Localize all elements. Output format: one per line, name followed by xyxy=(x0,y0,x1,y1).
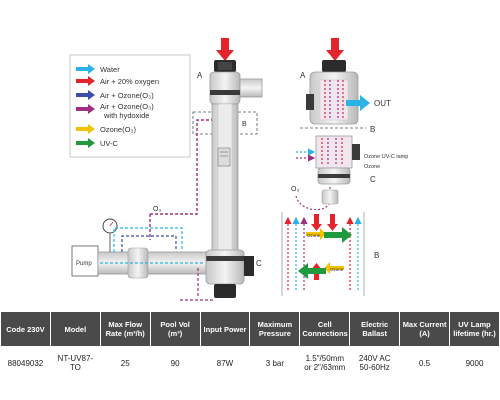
air-inlet-arrow-icon xyxy=(216,38,234,61)
lamp-label-plate xyxy=(217,147,231,167)
legend-item-uvc: UV-C xyxy=(76,138,119,148)
ozone-badge-arrow-icon-1 xyxy=(306,228,326,240)
header-max-current: Max Current (A) xyxy=(400,312,450,346)
o3-label-top: O₃ xyxy=(291,186,299,193)
pump-assembly: Pump O₃ xyxy=(71,119,215,301)
air-arrow-icon xyxy=(76,76,95,86)
cell-model: NT-UV87-TO xyxy=(57,354,94,372)
flow-panel xyxy=(282,210,364,298)
uv-ozone-diagram: Water Air + 20% oxygen Air + Ozone(O₃) A… xyxy=(69,38,408,301)
header-model: Model xyxy=(50,312,100,346)
label-b-detail: B xyxy=(370,125,375,134)
main-unit: A B C xyxy=(192,38,263,298)
legend-item-water: Water xyxy=(76,64,120,74)
ozone-badge-arrow-icon-2 xyxy=(324,262,344,274)
legend-item-air-ozone: Air + Ozone(O₃) xyxy=(76,90,154,100)
detail-air-inlet-arrow-icon xyxy=(326,38,344,61)
air-ozone-arrow-icon xyxy=(76,90,95,100)
flow-detail-b: Ozone Ozone B xyxy=(281,210,379,298)
header-max-pressure: Maximum Pressure xyxy=(250,312,300,346)
o3-label-pump: O₃ xyxy=(153,206,161,213)
label-c-detail: C xyxy=(370,175,376,184)
cell-input-power: 87W xyxy=(216,358,234,368)
spec-table-header-row: Code 230V Model Max Flow Rate (m³/h) Poo… xyxy=(1,312,499,346)
cell-max-flow: 25 xyxy=(120,358,130,368)
top-housing-a xyxy=(209,71,241,105)
legend-label-ozone: Ozone(O₃) xyxy=(100,125,136,134)
ozone-uvc-label: Ozone UV-C lamp xyxy=(364,154,408,160)
legend-label-air-ozone: Air + Ozone(O₃) xyxy=(100,91,154,100)
flow-ozone-label-1: Ozone xyxy=(307,233,321,238)
water-arrow-icon xyxy=(76,64,95,74)
flow-air-down-arrow-icon-2 xyxy=(327,214,338,231)
label-c: C xyxy=(256,259,262,268)
header-uv-lamp-lifetime: UV Lamp lifetime (hr.) xyxy=(450,312,499,346)
table-row: 88049032 NT-UV87-TO 25 90 87W 3 bar 1.5"… xyxy=(1,346,499,380)
legend-label-air-ozone-hydroxide: Air + Ozone(O₃) xyxy=(100,102,154,111)
uvc-arrow-icon xyxy=(76,138,95,148)
label-b-flow: B xyxy=(374,251,379,260)
legend-item-ozone: Ozone(O₃) xyxy=(76,124,136,134)
cell-electric-ballast: 240V AC 50-60Hz xyxy=(358,354,391,372)
out-arrow-icon xyxy=(346,95,370,111)
cell-max-current: 0.5 xyxy=(419,358,431,368)
ozone-arrow-icon xyxy=(76,124,95,134)
flow-air-down-arrow-icon-1 xyxy=(311,214,322,231)
top-outlet-pipe xyxy=(239,78,263,98)
header-cell-connections: Cell Connections xyxy=(300,312,350,346)
cell-cell-connections: 1.5"/50mm or 2"/63mm xyxy=(304,354,346,372)
ozone-loop xyxy=(121,235,177,252)
legend-label-water: Water xyxy=(100,65,120,74)
legend-item-air: Air + 20% oxygen xyxy=(76,76,159,86)
label-b: B xyxy=(242,121,247,128)
label-a: A xyxy=(197,71,203,80)
spec-table: Code 230V Model Max Flow Rate (m³/h) Poo… xyxy=(0,312,500,380)
legend-label-uvc: UV-C xyxy=(100,139,119,148)
detail-o3-line xyxy=(295,186,331,211)
detail-c: Ozone UV-C lamp Ozone C O₃ xyxy=(291,135,408,211)
detail-top-cap xyxy=(322,60,346,72)
cell-uv-lamp-lifetime: 9000 xyxy=(465,358,484,368)
header-code: Code 230V xyxy=(1,312,50,346)
cell-code: 88049032 xyxy=(7,358,44,368)
header-electric-ballast: Electric Ballast xyxy=(350,312,400,346)
header-input-power: Input Power xyxy=(200,312,250,346)
bottom-housing xyxy=(205,249,245,285)
diagram-canvas: Water Air + 20% oxygen Air + Ozone(O₃) A… xyxy=(69,38,408,301)
legend-label-hydroxide: with hydoxide xyxy=(103,111,149,120)
ozone-label: Ozone xyxy=(364,164,380,170)
bottom-side-cap xyxy=(244,256,254,276)
water-loop xyxy=(113,227,183,252)
legend-item-air-ozone-hydroxide: Air + Ozone(O₃) with hydoxide xyxy=(76,102,154,120)
pump-label: Pump xyxy=(76,261,92,267)
legend: Water Air + 20% oxygen Air + Ozone(O₃) A… xyxy=(69,54,191,158)
detail-a: A OUT B xyxy=(300,38,391,134)
cell-max-pressure: 3 bar xyxy=(265,358,285,368)
cell-pool-vol: 90 xyxy=(170,358,180,368)
header-pool-vol: Pool Vol (m³) xyxy=(150,312,200,346)
uvc-left-arrow-icon xyxy=(298,263,326,279)
air-ozone-hydroxide-arrow-icon xyxy=(76,104,95,114)
bottom-valve xyxy=(214,284,236,298)
pump-box xyxy=(71,245,99,277)
uv-lamp-sleeve xyxy=(217,103,233,255)
out-label: OUT xyxy=(374,99,391,108)
legend-label-air: Air + 20% oxygen xyxy=(100,77,159,86)
label-a-detail: A xyxy=(300,71,306,80)
flow-ozone-label-2: Ozone xyxy=(330,267,344,272)
uvc-right-arrow-icon xyxy=(324,227,352,243)
header-max-flow: Max Flow Rate (m³/h) xyxy=(100,312,150,346)
